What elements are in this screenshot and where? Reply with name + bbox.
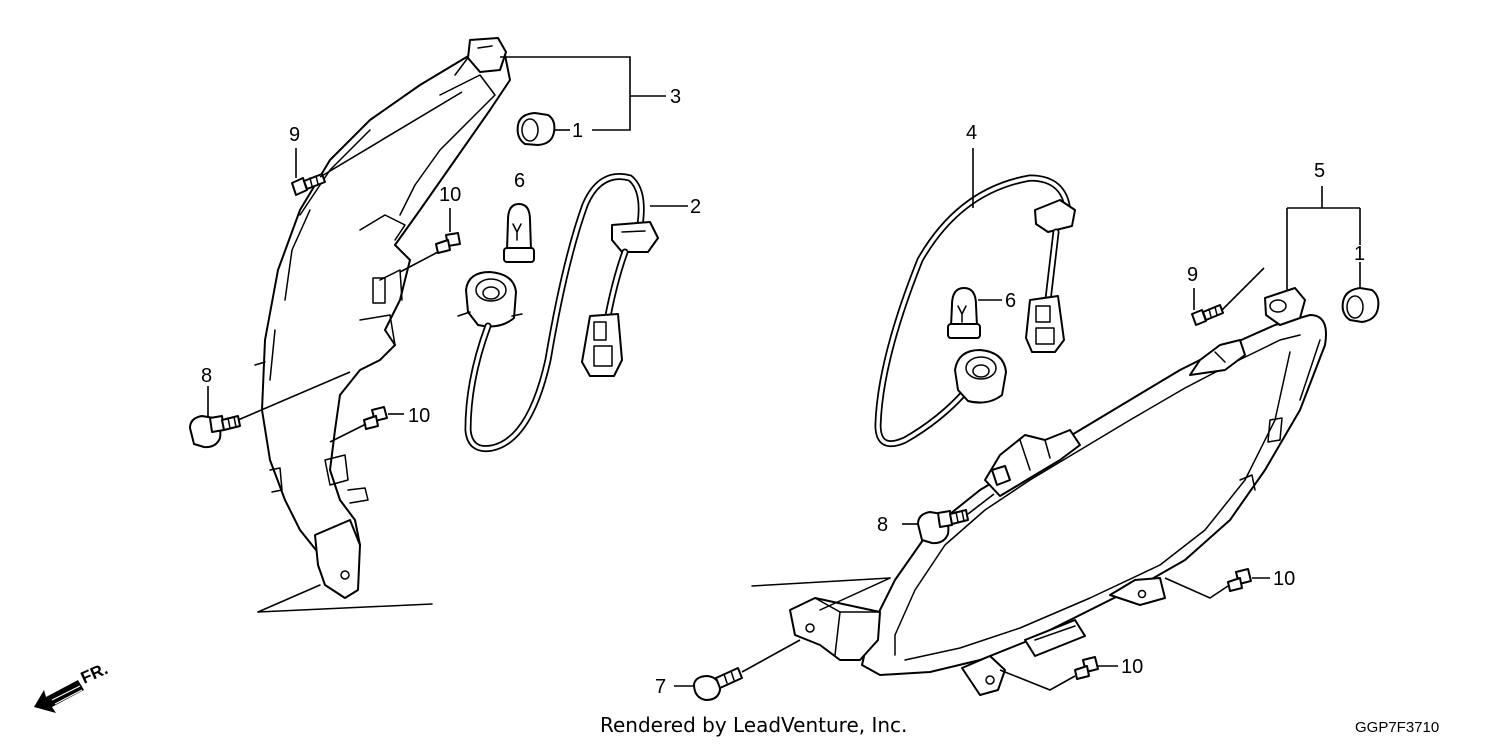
callout-4: 4 xyxy=(966,122,977,144)
bolt-7 xyxy=(693,667,743,701)
bolt-8-right xyxy=(917,509,969,545)
front-direction-arrow: FR. xyxy=(34,659,111,713)
callout-1-left: 1 xyxy=(572,120,583,142)
callout-8-right: 8 xyxy=(877,514,888,536)
screw-10-right-lower xyxy=(1074,656,1099,680)
callout-6-right: 6 xyxy=(1005,290,1016,312)
callout-7: 7 xyxy=(655,676,666,698)
callout-5: 5 xyxy=(1314,160,1325,182)
bulb-socket-left xyxy=(457,271,523,328)
callout-10-right-lower: 10 xyxy=(1121,656,1143,678)
right-leader-lines xyxy=(674,148,1361,691)
bulb-6-left xyxy=(503,203,535,263)
screw-10-left-lower xyxy=(363,406,388,430)
callout-10-right-upper: 10 xyxy=(1273,568,1295,590)
callout-10-left-upper: 10 xyxy=(439,184,461,206)
wire-harness-2 xyxy=(464,173,659,453)
direction-label: FR. xyxy=(78,659,111,687)
callout-3: 3 xyxy=(670,86,681,108)
screw-10-right-upper xyxy=(1227,568,1252,592)
bolt-8-left xyxy=(189,415,241,449)
callout-1-right: 1 xyxy=(1354,243,1365,265)
right-headlight-cover-assembly xyxy=(751,287,1327,696)
rubber-grommet-1-right xyxy=(1341,287,1380,323)
bulb-socket-right xyxy=(954,349,1007,404)
bulb-6-right xyxy=(947,287,981,339)
callout-6-left: 6 xyxy=(514,170,525,192)
screw-9-right xyxy=(1191,304,1224,326)
wire-harness-4 xyxy=(874,174,1076,448)
diagram-code: GGP7F3710 xyxy=(1355,719,1439,736)
rubber-grommet-1-left xyxy=(516,112,556,146)
screw-10-left-upper xyxy=(435,232,461,254)
left-leader-lines xyxy=(207,56,688,443)
callout-9-right: 9 xyxy=(1187,264,1198,286)
callout-2: 2 xyxy=(690,196,701,218)
render-credit: Rendered by LeadVenture, Inc. xyxy=(600,713,907,737)
callout-10-left-lower: 10 xyxy=(408,405,430,427)
callout-9-left: 9 xyxy=(289,124,300,146)
callout-numbers: 1 2 3 6 9 10 8 10 4 5 1 9 6 8 10 7 10 xyxy=(201,86,1365,698)
screw-9-left xyxy=(291,173,326,196)
callout-8-left: 8 xyxy=(201,365,212,387)
